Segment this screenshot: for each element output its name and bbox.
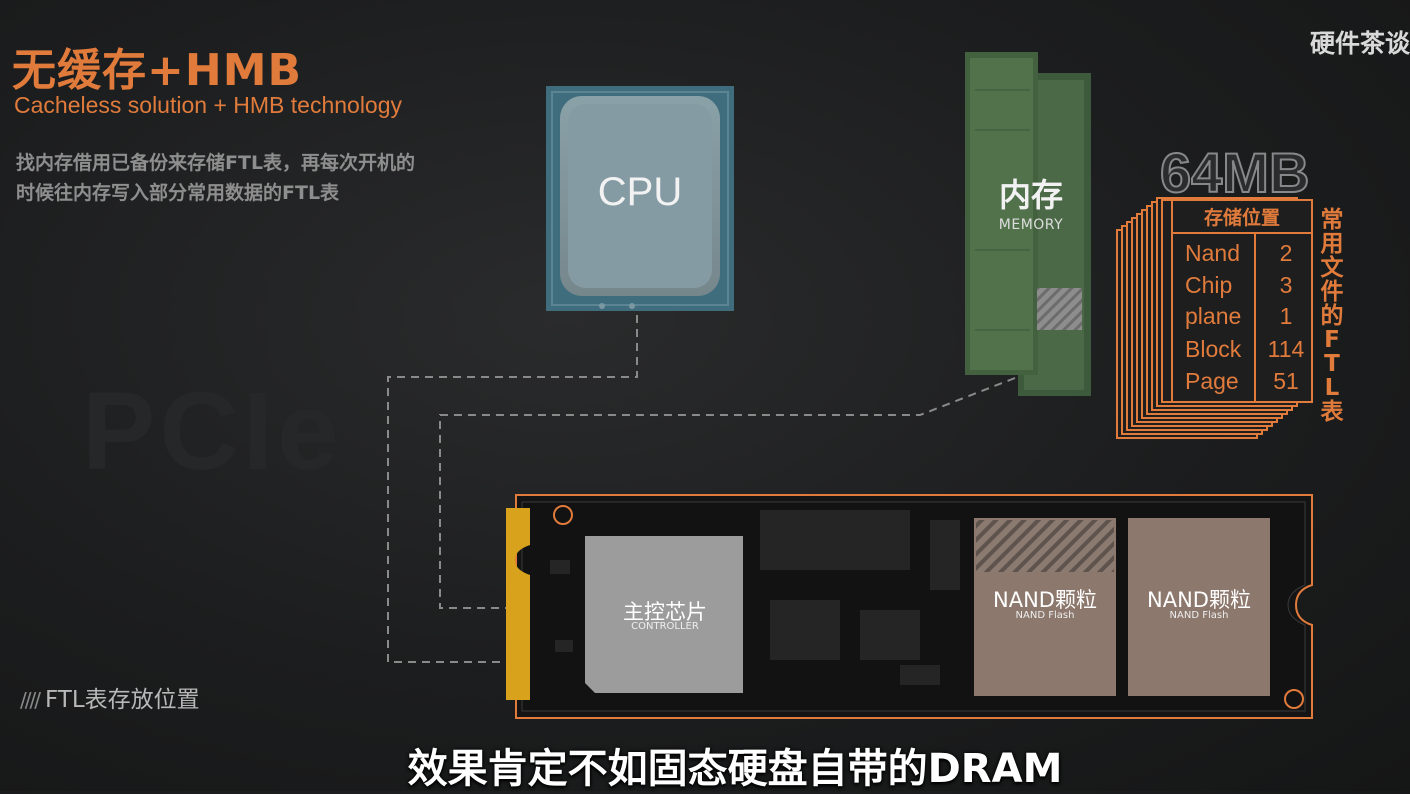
memory-sublabel: MEMORY	[998, 217, 1064, 233]
ftl-row-value: 2	[1279, 240, 1293, 266]
legend-label: FTL表存放位置	[44, 687, 200, 713]
ftl-row-name: plane	[1185, 303, 1242, 329]
ftl-row-name: Page	[1185, 368, 1239, 394]
ftl-side-label: 常用文件的FTL表	[1320, 207, 1344, 425]
memory-label: 内存	[998, 176, 1063, 214]
connection-lines	[387, 315, 1016, 663]
controller-sublabel: CONTROLLER	[631, 621, 699, 632]
nand-label: NAND颗粒	[1147, 588, 1251, 612]
page-subtitle: Cacheless solution + HMB technology	[14, 92, 403, 118]
pcie-background-text: PCIe	[82, 370, 343, 493]
description-text: 找内存借用已备份来存储FTL表，再每次开机的时候往内存写入部分常用数据的FTL表	[16, 152, 416, 204]
nand-sublabel: NAND Flash	[1015, 610, 1075, 621]
ftl-row-value: 3	[1279, 272, 1293, 298]
ftl-size-label: 64MB	[1159, 140, 1310, 205]
channel-watermark: 硬件茶谈	[1309, 29, 1410, 58]
ftl-row-value: 1	[1279, 303, 1293, 329]
ftl-row-name: Nand	[1185, 240, 1240, 266]
ftl-table-header: 存储位置	[1203, 207, 1280, 229]
memory-modules	[965, 52, 1091, 396]
cpu-chip	[546, 86, 734, 311]
nand-sublabel: NAND Flash	[1169, 610, 1229, 621]
page-title: 无缓存+HMB	[12, 45, 303, 96]
ftl-table-stack	[1116, 197, 1313, 439]
cpu-label: CPU	[597, 170, 683, 214]
nand-label: NAND颗粒	[993, 588, 1097, 612]
video-caption: 效果肯定不如固态硬盘自带的DRAM	[407, 746, 1063, 792]
controller-label: 主控芯片	[623, 600, 707, 624]
ftl-row-name: Chip	[1185, 272, 1233, 298]
ftl-row-value: 114	[1267, 336, 1305, 362]
ftl-row-value: 51	[1273, 368, 1299, 394]
hatch-legend-icon: ////	[20, 688, 41, 712]
legend: ////FTL表存放位置	[20, 680, 200, 714]
ssd-board	[506, 494, 1313, 719]
ftl-row-name: Block	[1185, 336, 1242, 362]
